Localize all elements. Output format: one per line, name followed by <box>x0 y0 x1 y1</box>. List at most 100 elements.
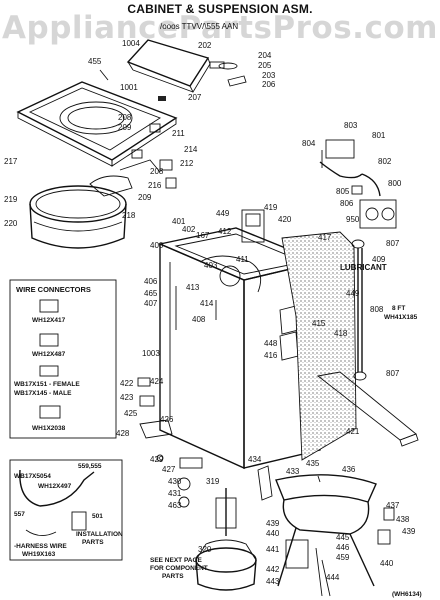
callout: 442 <box>266 565 280 574</box>
callout: 414 <box>200 299 214 308</box>
callout: 449 <box>346 289 360 298</box>
connector-icon <box>39 299 59 313</box>
callout: 320 <box>198 545 212 554</box>
callout: 802 <box>378 157 392 166</box>
drive-assembly <box>195 488 257 591</box>
callout: 415 <box>312 319 326 328</box>
callout: 426 <box>160 415 174 424</box>
callout: 803 <box>344 121 358 130</box>
callout: 206 <box>262 80 276 89</box>
callout: 216 <box>148 181 162 190</box>
callout: 439 <box>266 519 280 528</box>
callout: 413 <box>186 283 200 292</box>
callout: 449 <box>216 209 230 218</box>
callout: 424 <box>150 377 164 386</box>
see-next-page-label: SEE NEXT PAGE <box>150 557 203 564</box>
harness-label: INSTALLATION <box>76 531 123 538</box>
inlet-valve-assembly <box>319 139 397 229</box>
callout: 950 <box>346 215 360 224</box>
callout: 445 <box>336 533 350 542</box>
harness-label: 557 <box>14 511 25 518</box>
harness-label: WH12X497 <box>38 483 72 490</box>
tub-ring-part <box>29 175 133 249</box>
callout: 407 <box>144 299 158 308</box>
callout: 412 <box>218 227 232 236</box>
callout: 439 <box>402 527 416 536</box>
callout: 433 <box>286 467 300 476</box>
callout: 214 <box>184 145 198 154</box>
connector-label: WB17X151 - FEMALE <box>14 381 80 388</box>
connector-label: WH12X487 <box>32 351 66 358</box>
see-next-page-label: FOR COMPONENT <box>150 565 208 572</box>
callout: 465 <box>144 289 158 298</box>
callout: 403 <box>204 261 218 270</box>
callout: 402 <box>182 225 196 234</box>
callout: 411 <box>236 255 249 264</box>
callout: 218 <box>122 211 136 220</box>
drain-hose <box>351 239 367 381</box>
harness-label: 559,555 <box>78 463 102 470</box>
see-next-page-label: PARTS <box>162 573 184 580</box>
callout: 807 <box>386 369 400 378</box>
callout: 417 <box>318 233 332 242</box>
callout: 441 <box>266 545 280 554</box>
callout: 805 <box>336 187 350 196</box>
callout: 209 <box>138 193 152 202</box>
harness-label: 501 <box>92 513 103 520</box>
callout: 804 <box>302 139 316 148</box>
callout: 808 <box>370 305 384 314</box>
callout: 1001 <box>120 83 138 92</box>
callout: 204 <box>258 51 272 60</box>
callout: 448 <box>264 339 278 348</box>
callout: 419 <box>264 203 278 212</box>
callout: 463 <box>168 501 182 510</box>
callout: 420 <box>278 215 292 224</box>
callout: 436 <box>342 465 356 474</box>
callout: 406 <box>144 277 158 286</box>
lubricant-label: LUBRICANT <box>340 263 387 272</box>
suspension-base <box>257 465 395 597</box>
callout: 806 <box>340 199 354 208</box>
callout: 443 <box>266 577 280 586</box>
hinge-parts <box>99 61 247 189</box>
callout: 208 <box>150 167 164 176</box>
page-title: CABINET & SUSPENSION ASM. <box>127 2 313 16</box>
callout: 440 <box>380 559 394 568</box>
callout: 416 <box>264 351 278 360</box>
callout: 208 <box>118 113 132 122</box>
callout: 167 <box>196 231 210 240</box>
callout: 408 <box>192 315 206 324</box>
wire-connectors-box: WIRE CONNECTORS WH12X417 WH12X487 WB17X1… <box>9 279 117 439</box>
harness-box: WB17X5054 WH12X497 559,555 557 501 INSTA… <box>9 459 123 561</box>
subtitle-fragment: /ooos TTVV/\555 AAN <box>160 22 238 31</box>
callout: 212 <box>180 159 194 168</box>
callout: 438 <box>396 515 410 524</box>
callout: 203 <box>262 71 276 80</box>
callout: 202 <box>198 41 212 50</box>
callout: 459 <box>336 553 350 562</box>
callout-labels: 1004 455 202 204 205 203 206 207 1001 20… <box>4 39 416 586</box>
base-rail <box>316 371 419 447</box>
callout: 418 <box>334 329 348 338</box>
connector-icon <box>39 365 59 377</box>
callout: 429 <box>150 455 164 464</box>
callout: 428 <box>116 429 130 438</box>
harness-label: PARTS <box>82 539 104 546</box>
callout: 455 <box>88 57 102 66</box>
callout: 1004 <box>122 39 140 48</box>
callout: 1003 <box>142 349 160 358</box>
harness-label: WB17X5054 <box>14 473 51 480</box>
wire-connectors-title: WIRE CONNECTORS <box>16 285 91 294</box>
callout: 217 <box>4 157 18 166</box>
callout: 422 <box>120 379 134 388</box>
top-cover-part <box>16 81 178 167</box>
footer-code: (WH6134) <box>392 591 422 598</box>
callout: 437 <box>386 501 400 510</box>
callout: 409 <box>372 255 386 264</box>
callout: 423 <box>120 393 134 402</box>
hose-length-label: 8 FT <box>392 305 405 312</box>
hose-part-label: WH41X185 <box>384 314 418 321</box>
callout: 400 <box>150 241 164 250</box>
harness-label: -HARNESS WIRE <box>14 543 67 550</box>
